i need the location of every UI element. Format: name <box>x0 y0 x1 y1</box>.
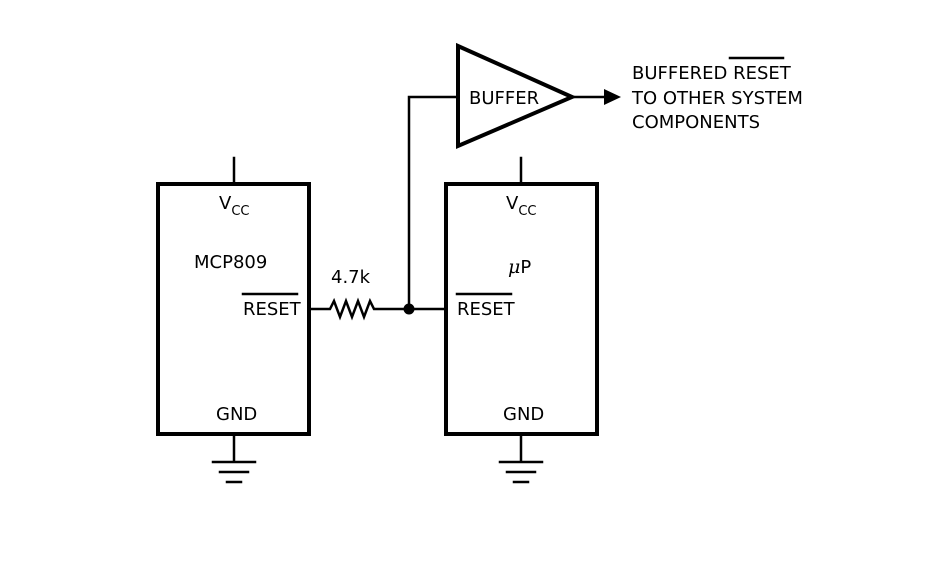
reset-wire-to-buffer <box>407 95 460 311</box>
output-line-1: BUFFERED RESET <box>632 63 792 84</box>
processor-reset-label: RESET <box>457 299 516 320</box>
resistor: 4.7k <box>307 267 411 321</box>
resistor-zigzag <box>307 297 411 321</box>
mcp809-gnd-label: GND <box>216 404 257 425</box>
mcp809-reset-label: RESET <box>243 299 302 320</box>
mcp809-vcc-label: VCC <box>219 193 249 219</box>
processor-ground-symbol <box>498 432 544 484</box>
processor-block: VCC μP RESET GND <box>444 156 599 484</box>
buffer: BUFFER <box>456 42 621 150</box>
resistor-value-label: 4.7k <box>331 267 371 288</box>
processor-gnd-label: GND <box>503 404 544 425</box>
junction-dot <box>403 303 415 315</box>
processor-vcc-label: VCC <box>506 193 536 219</box>
buffer-triangle <box>456 42 577 150</box>
output-line-2: TO OTHER SYSTEM <box>631 88 803 109</box>
processor-name: μP <box>508 256 531 278</box>
mcp809-name: MCP809 <box>194 252 267 273</box>
buffer-label: BUFFER <box>469 88 539 109</box>
mcp809-block: VCC MCP809 RESET GND <box>156 156 311 484</box>
output-arrowhead <box>604 89 621 105</box>
mcp809-ground-symbol <box>211 432 257 484</box>
output-note: BUFFERED RESET TO OTHER SYSTEM COMPONENT… <box>631 56 803 133</box>
output-line-3: COMPONENTS <box>632 112 760 133</box>
reset-net <box>403 95 460 315</box>
